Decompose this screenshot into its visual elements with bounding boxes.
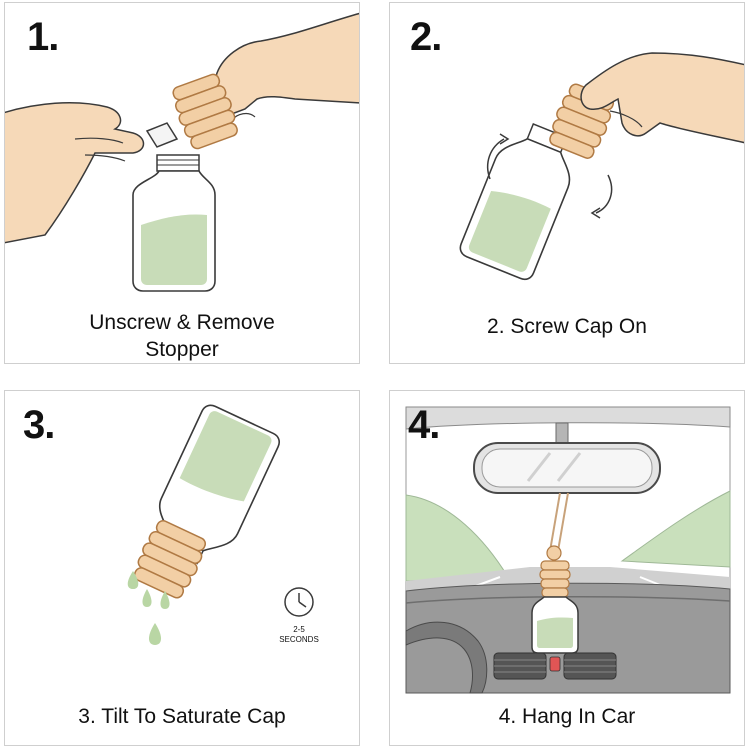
step-number: 1. (27, 15, 59, 59)
caption-line: Stopper (145, 338, 219, 361)
cap-icon (133, 520, 207, 599)
step-4-illustration (405, 406, 731, 694)
bottle-icon (158, 404, 280, 565)
rotate-arrow-icon (486, 133, 510, 180)
cap-icon (539, 560, 571, 598)
caption-line: Unscrew & Remove (89, 311, 275, 334)
drop-icon (127, 571, 170, 645)
cap-icon (172, 73, 238, 150)
bottle-icon (132, 154, 216, 292)
steering-wheel-icon (405, 621, 488, 694)
hand-icon (5, 101, 145, 244)
rotate-arrow-icon (590, 174, 613, 219)
timer-unit: SECONDS (279, 635, 319, 644)
step-number: 3. (23, 403, 55, 447)
timer-label: 2-5 SECONDS (269, 625, 329, 645)
step-4-panel: 4. 4. Hang In Car (389, 390, 745, 746)
step-number: 2. (410, 15, 442, 59)
rearview-mirror-icon (473, 422, 661, 494)
air-vent-icon (493, 652, 547, 680)
step-caption: 2. Screw Cap On (390, 313, 744, 340)
caption-line: 2. Screw Cap On (487, 315, 647, 338)
caption-line: 4. Hang In Car (498, 705, 636, 728)
bottle-icon (531, 596, 579, 654)
step-2-panel: 2. 2. Screw Cap On (389, 2, 745, 364)
clock-icon (284, 587, 314, 617)
air-vent-icon (563, 652, 617, 680)
step-1-illustration (5, 12, 359, 292)
step-caption: 3. Tilt To Saturate Cap (5, 703, 359, 730)
step-3-illustration (127, 404, 314, 645)
hand-icon (214, 12, 359, 122)
step-3-panel: 3. 2-5 SECONDS 3. Tilt To Saturate Cap (4, 390, 360, 746)
step-caption: Unscrew & Remove Stopper (5, 309, 359, 363)
timer-value: 2-5 (293, 625, 305, 634)
step-1-panel: 1. Unscrew & Remove Stopper (4, 2, 360, 364)
hand-icon (580, 52, 744, 144)
step-2-illustration (459, 52, 744, 281)
step-caption: 4. Hang In Car (390, 703, 744, 730)
step-number: 4. (408, 403, 440, 447)
caption-line: 3. Tilt To Saturate Cap (78, 705, 286, 728)
stopper-icon (145, 122, 179, 148)
